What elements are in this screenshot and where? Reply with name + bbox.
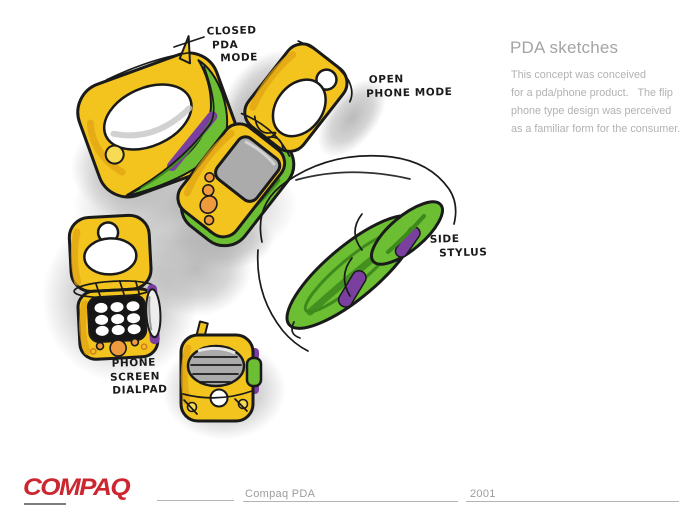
note-phone-screen-dialpad: PHONE SCREEN DIALPAD [109,356,168,398]
keypad-buttons [199,172,218,226]
sketch-closed-front [179,320,263,423]
sketch-side-stylus [256,154,457,352]
nav-button [109,339,127,357]
sketch-phone-dialpad [67,213,162,361]
description-paragraph: This concept was conceived for a pda/pho… [511,66,680,138]
note-line: DIALPAD [112,383,168,397]
note-open-phone-mode: OPEN PHONE MODE [366,72,453,101]
compaq-logo: COMPAQ [23,473,131,501]
sketch-closed-pda [76,35,240,199]
description-line: for a pda/phone product. The flip [511,87,673,99]
hinge-sketch [240,112,291,157]
note-line: PHONE MODE [366,85,453,100]
description-line: This concept was conceived [511,69,647,81]
dialpad-keys [94,301,141,336]
note-closed-pda-mode: CLOSED PDA MODE [206,24,258,66]
description-line: as a familiar form for the consumer. [511,123,681,135]
speaker-opening [83,237,138,276]
footer-year-label: 2001 [470,488,496,500]
note-line: MODE [220,51,259,65]
speaker-opening [271,78,327,138]
side-button [104,144,125,165]
sketch-open-phone [176,40,353,248]
description-line: phone type design was perceived [511,105,672,117]
footer-rule-year [466,501,679,502]
leader-line-closed [173,36,205,48]
note-side-stylus: SIDE STYLUS [430,232,488,260]
footer-rule-left [157,500,234,501]
note-line: CLOSED [206,24,257,38]
page-title: PDA sketches [510,38,619,57]
note-line: STYLUS [439,245,488,260]
footer-rule-project [243,501,458,502]
stylus-lower [337,269,367,308]
speaker-grille [186,344,246,388]
side-button-green [245,356,263,388]
stylus-purple [167,111,218,172]
logo-underline [24,503,66,505]
note-line: PDA [211,38,239,52]
footer-project-label: Compaq PDA [245,488,316,500]
